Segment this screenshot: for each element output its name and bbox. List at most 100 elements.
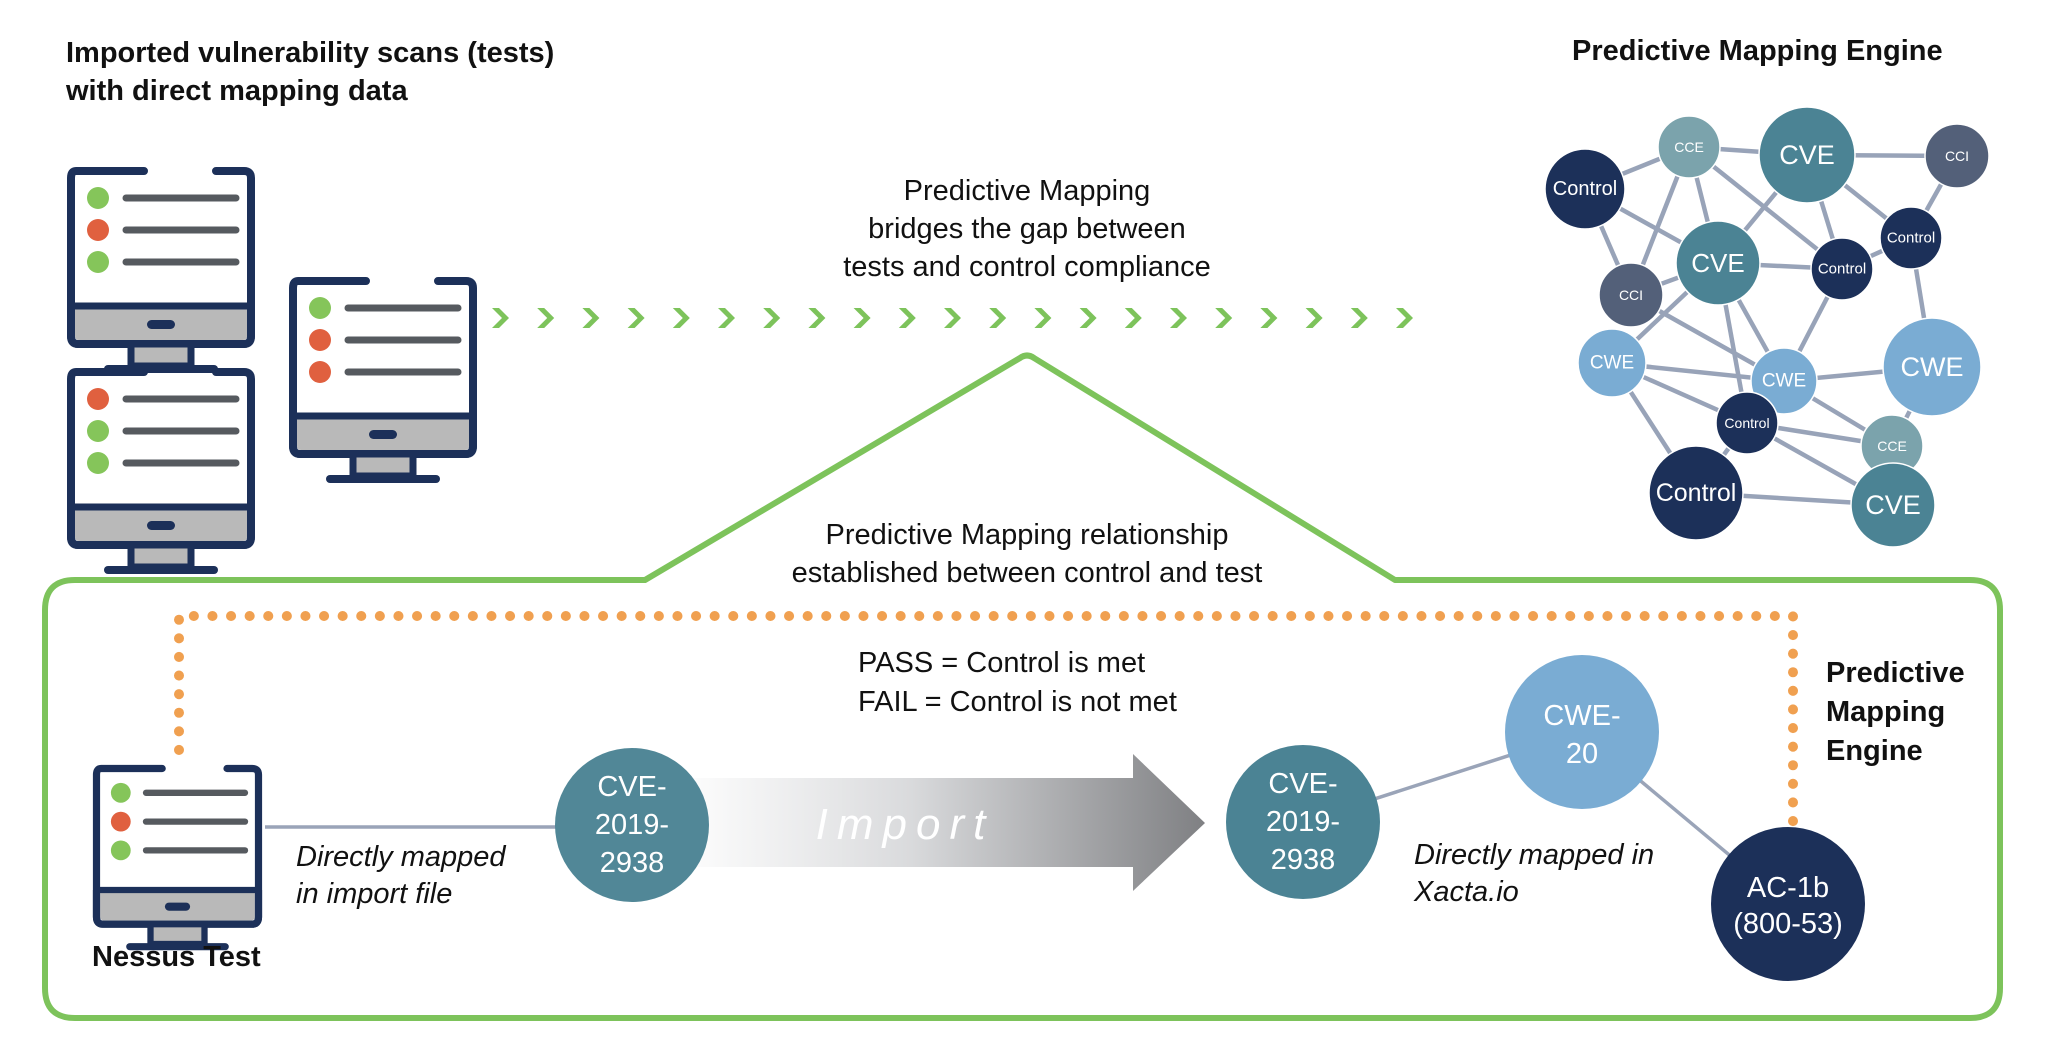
direct-xacta-text-line2: Xacta.io [1413, 876, 1519, 908]
status-dot [110, 811, 131, 832]
pass-text: PASS = Control is met [858, 647, 1145, 679]
network-node-cce[interactable]: CCE [1657, 115, 1721, 179]
chevron-icon [537, 308, 555, 328]
left-title-line1: Imported vulnerability scans (tests) [66, 37, 554, 69]
status-dot [110, 782, 131, 803]
monitor-icon [71, 372, 251, 570]
network-node-label: CCI [1619, 287, 1643, 303]
network-node-cve[interactable]: CVE [1850, 462, 1936, 548]
chevron-arrow-row [492, 308, 1413, 328]
network-node-label: Control [1887, 230, 1935, 247]
network-node-control[interactable]: Control [1648, 445, 1744, 541]
status-dot [87, 219, 109, 241]
bridge-text-line1: Predictive Mapping [904, 175, 1151, 207]
cve-node-line: CVE- [597, 771, 666, 803]
chevron-icon [1215, 308, 1233, 328]
cve-node-xacta[interactable]: CVE- 2019- 2938 [1226, 745, 1380, 899]
chevron-icon [627, 308, 645, 328]
network-node-label: CCE [1877, 438, 1907, 454]
network-node-label: CVE [1865, 490, 1921, 520]
chevron-icon [1170, 308, 1187, 328]
network-node-label: Control [1724, 415, 1769, 431]
direct-import-text-line1: Directly mapped [296, 841, 506, 873]
status-dot [87, 452, 109, 474]
network-node-label: CWE [1901, 352, 1964, 382]
status-dot [309, 329, 331, 351]
chevron-icon [808, 308, 826, 328]
chevron-icon [718, 308, 735, 328]
cve-node-line: CVE- [1268, 768, 1337, 800]
network-node-label: CCI [1945, 148, 1969, 164]
import-arrow: Import [670, 754, 1205, 891]
import-label: Import [816, 800, 995, 849]
network-node-cwe[interactable]: CWE [1577, 328, 1647, 398]
status-dot [87, 420, 109, 442]
relationship-bracket [42, 352, 2003, 1021]
chevron-icon [763, 308, 781, 328]
network-node-label: CWE [1590, 353, 1634, 374]
network-node-cve[interactable]: CVE [1758, 106, 1856, 204]
direct-import-text-line2: in import file [296, 878, 452, 910]
left-title-line2: with direct mapping data [65, 75, 408, 107]
chevron-icon [1034, 308, 1052, 328]
network-node-label: Control [1656, 479, 1737, 507]
chevron-icon [1305, 308, 1323, 328]
chevron-icon [1260, 308, 1278, 328]
chevron-icon [492, 308, 509, 328]
chevron-icon [944, 308, 961, 328]
cwe-node-line: CWE- [1543, 700, 1620, 732]
status-dot [87, 251, 109, 273]
right-title: Predictive Mapping Engine [1572, 35, 1943, 67]
status-dot [110, 840, 131, 861]
chevron-icon [989, 308, 1007, 328]
cve-node-line: 2938 [1271, 844, 1336, 876]
network-node-label: CVE [1779, 140, 1835, 170]
direct-xacta-text-line1: Directly mapped in [1414, 839, 1654, 871]
network-node-label: CWE [1762, 371, 1806, 392]
network-node-control[interactable]: Control [1879, 206, 1943, 270]
engine-label-line1: Predictive [1826, 657, 1965, 689]
chevron-icon [898, 308, 916, 328]
status-dot [309, 361, 331, 383]
network-node-label: CCE [1674, 139, 1704, 155]
control-node-line: (800-53) [1733, 908, 1843, 940]
network-node-cwe[interactable]: CWE [1750, 347, 1818, 415]
bridge-text-line2: bridges the gap between [868, 213, 1186, 245]
nessus-test-label: Nessus Test [92, 941, 261, 973]
network-node-control[interactable]: Control [1544, 148, 1626, 230]
engine-label-line3: Engine [1826, 735, 1923, 767]
control-node-line: AC-1b [1747, 872, 1829, 904]
cve-node-line: 2019- [595, 809, 669, 841]
dotted-relationship-line [174, 611, 1798, 835]
network-node-control[interactable]: Control [1715, 391, 1779, 455]
network-node-cve[interactable]: CVE [1675, 220, 1761, 306]
network-node-label: Control [1818, 261, 1866, 278]
chevron-icon [853, 308, 871, 328]
monitor-icon [71, 171, 251, 369]
cwe-node[interactable]: CWE- 20 [1505, 655, 1659, 809]
nessus-monitor-icon [97, 769, 259, 947]
relationship-text-line2: established between control and test [792, 557, 1263, 589]
network-node-cci[interactable]: CCI [1598, 262, 1664, 328]
chevron-icon [582, 308, 600, 328]
cve-node-import[interactable]: CVE- 2019- 2938 [555, 748, 709, 902]
cve-node-line: 2938 [600, 847, 665, 879]
monitor-icon [293, 281, 473, 479]
engine-label-line2: Mapping [1826, 696, 1945, 728]
relationship-text-line1: Predictive Mapping relationship [826, 519, 1229, 551]
control-node-ac-1b[interactable]: AC-1b (800-53) [1711, 827, 1865, 981]
chevron-icon [672, 308, 690, 328]
fail-text: FAIL = Control is not met [858, 686, 1177, 718]
network-node-control[interactable]: Control [1810, 237, 1874, 301]
cve-node-line: 2019- [1266, 806, 1340, 838]
chevron-icon [1124, 308, 1142, 328]
network-node-label: Control [1553, 178, 1617, 200]
network-node-cci[interactable]: CCI [1924, 123, 1990, 189]
status-dot [87, 388, 109, 410]
network-node-label: CVE [1691, 248, 1744, 278]
cwe-node-line: 20 [1566, 738, 1598, 770]
chevron-icon [1079, 308, 1097, 328]
chevron-icon [1396, 308, 1413, 328]
network-node-cwe[interactable]: CWE [1882, 317, 1982, 417]
